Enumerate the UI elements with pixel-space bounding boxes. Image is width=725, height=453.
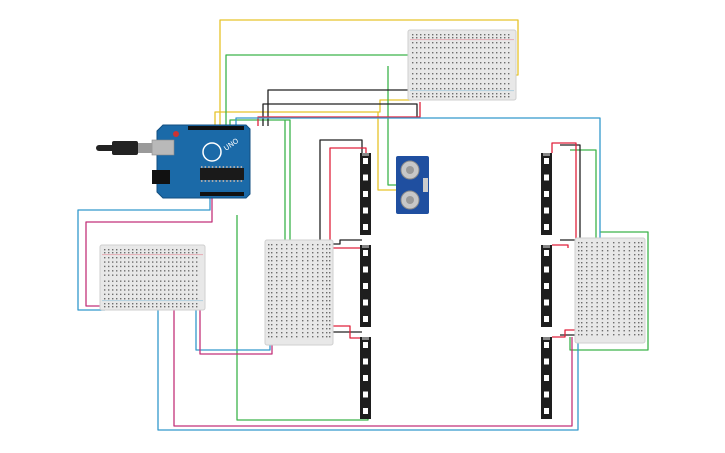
led-pixel (544, 316, 549, 322)
reset-button[interactable] (173, 131, 179, 137)
led-pixel (363, 224, 368, 230)
led-pixel (363, 391, 368, 398)
wire-red-strip-bottom[interactable] (330, 325, 362, 339)
led-pixel (363, 408, 368, 414)
led-pixel (363, 207, 368, 214)
led-strip-mid-top[interactable] (360, 153, 371, 235)
wire-magenta-mid[interactable] (199, 308, 273, 355)
wire-red-top[interactable] (257, 102, 421, 126)
led-strip-mid-bottom[interactable] (360, 337, 371, 419)
led-pixel (363, 283, 368, 289)
led-pixel (363, 158, 368, 164)
usb-cable-connector (138, 143, 152, 153)
microcontroller-chip (200, 168, 244, 180)
breadboard-middle[interactable] (264, 239, 334, 346)
wire-red-right-bottom[interactable] (552, 329, 576, 338)
wire-red-right[interactable] (551, 142, 577, 240)
sensor-pins (423, 178, 428, 192)
breadboard-holes (268, 244, 331, 338)
wire-green-right-bottom[interactable] (569, 231, 649, 351)
breadboard-holes (412, 34, 510, 98)
led-pixel (544, 358, 549, 365)
breadboard-body (407, 29, 517, 101)
led-pixel (544, 391, 549, 398)
led-pixel (544, 283, 549, 289)
led-pixel (363, 250, 368, 256)
led-pixel (363, 358, 368, 365)
breadboard-holes (578, 242, 643, 336)
led-pixel (544, 408, 549, 414)
analog-header (200, 192, 244, 196)
strip-connector (543, 245, 550, 248)
wire-green-right[interactable] (570, 149, 597, 240)
led-pixel (544, 375, 549, 381)
usb-port (151, 139, 175, 156)
breadboard-body (264, 239, 334, 346)
wire-black-gnd[interactable] (262, 103, 418, 126)
wire-magenta-bottom[interactable] (173, 305, 573, 427)
strip-connector (362, 337, 369, 340)
power-jack (152, 170, 170, 184)
wire-blue-bottom[interactable] (157, 310, 579, 431)
strip-connector (362, 153, 369, 156)
breadboard-right[interactable] (574, 237, 646, 344)
led-strip-mid-middle[interactable] (360, 245, 371, 327)
breadboard-top-right[interactable] (407, 29, 517, 101)
led-pixel (363, 299, 368, 306)
wire-green-top[interactable] (225, 54, 408, 126)
wire-yellow-trigger[interactable] (377, 112, 396, 191)
usb-cable-wire (96, 145, 116, 151)
led-pixel (544, 158, 549, 164)
led-pixel (363, 191, 368, 197)
led-strip-right-top[interactable] (541, 153, 552, 235)
led-pixel (363, 342, 368, 348)
led-pixel (544, 224, 549, 230)
breadboard-body (574, 237, 646, 344)
arduino-uno[interactable]: UNO (151, 124, 251, 199)
led-pixel (544, 250, 549, 256)
wire-green-echo[interactable] (387, 66, 396, 186)
wire-yellow-sensor[interactable] (214, 99, 412, 126)
arduino-board (156, 124, 251, 199)
ultrasonic-sensor[interactable] (396, 156, 429, 214)
led-pixel (544, 207, 549, 214)
wire-black-right[interactable] (560, 144, 581, 240)
led-pixel (544, 299, 549, 306)
led-strip-right-middle[interactable] (541, 245, 552, 327)
wire-blue-top[interactable] (235, 117, 601, 240)
wire-magenta-left[interactable] (85, 198, 213, 307)
arduino-logo-icon (202, 142, 222, 162)
led-pixel (363, 174, 368, 181)
breadboard-left[interactable] (99, 244, 206, 311)
strip-connector (362, 245, 369, 248)
breadboard-holes (104, 249, 198, 308)
strip-connector (543, 153, 550, 156)
wire-green-bb-middle[interactable] (229, 119, 291, 244)
usb-cable (96, 141, 152, 155)
breadboard-body (99, 244, 206, 311)
digital-header (188, 126, 244, 130)
led-pixel (544, 174, 549, 181)
strip-connector (543, 337, 550, 340)
led-pixel (363, 316, 368, 322)
led-pixel (363, 375, 368, 381)
led-strip-right-bottom[interactable] (541, 337, 552, 419)
wire-blue-left[interactable] (77, 198, 211, 311)
led-pixel (544, 342, 549, 348)
led-pixel (544, 266, 549, 273)
wire-red-strip-top[interactable] (329, 147, 367, 244)
usb-cable-plug (112, 141, 138, 155)
wire-black-strip-top[interactable] (319, 139, 363, 244)
led-pixel (363, 266, 368, 273)
led-pixel (544, 191, 549, 197)
wire-red-right-mid[interactable] (552, 244, 569, 248)
